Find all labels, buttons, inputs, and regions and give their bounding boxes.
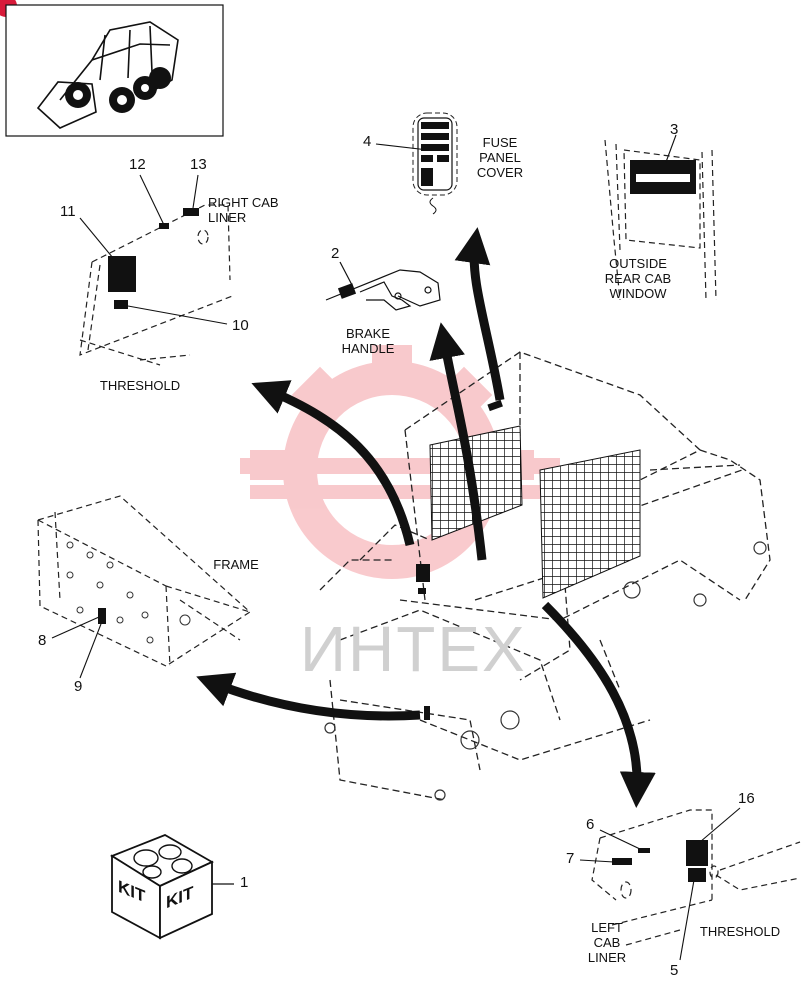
kit-box-drawing xyxy=(110,834,214,940)
kit-box-contents xyxy=(133,844,193,879)
machine-decals xyxy=(416,399,503,720)
callout-8: 8 xyxy=(38,632,47,649)
frame-decals xyxy=(51,608,106,679)
left-cab-leader-lines xyxy=(579,807,741,961)
threshold-bottom-label: THRESHOLD xyxy=(699,924,781,939)
frame-drawing xyxy=(37,495,251,667)
callout-16: 16 xyxy=(738,790,755,807)
arrows xyxy=(196,227,656,808)
callout-6: 6 xyxy=(586,816,595,833)
skid-steer-details xyxy=(324,541,767,801)
frame-label: FRAME xyxy=(213,557,259,572)
fuse-panel-drawing xyxy=(375,112,458,215)
callout-9: 9 xyxy=(74,678,83,695)
callout-5: 5 xyxy=(670,962,679,979)
brake-handle-label: BRAKE HANDLE xyxy=(341,326,395,356)
fuse-panel-cover-label: FUSE PANEL COVER xyxy=(476,135,524,180)
callout-3: 3 xyxy=(670,121,679,138)
rear-cab-window-drawing xyxy=(604,139,717,301)
callout-13: 13 xyxy=(190,156,207,173)
threshold-top-label: THRESHOLD xyxy=(99,378,181,393)
machine-thumbnail xyxy=(5,4,224,137)
cab-grid-right xyxy=(539,449,641,599)
right-cab-liner-drawing xyxy=(79,204,236,366)
rear-cab-window-decal xyxy=(630,134,696,194)
callout-1: 1 xyxy=(240,874,249,891)
callout-11: 11 xyxy=(60,203,76,220)
left-cab-liner-label: LEFT CAB LINER xyxy=(587,920,627,965)
callout-7: 7 xyxy=(566,850,575,867)
callout-4: 4 xyxy=(363,133,372,150)
outside-rear-cab-window-label: OUTSIDE REAR CAB WINDOW xyxy=(604,256,672,301)
callout-12: 12 xyxy=(129,156,146,173)
left-cab-liner-drawing xyxy=(591,809,801,946)
brake-handle-drawing xyxy=(325,261,441,311)
right-cab-leader-lines xyxy=(79,174,228,325)
right-cab-liner-decals xyxy=(108,208,199,309)
right-cab-liner-label: RIGHT CAB LINER xyxy=(208,195,279,225)
left-cab-liner-decals xyxy=(612,840,708,882)
callout-10: 10 xyxy=(232,317,249,334)
callout-2: 2 xyxy=(331,245,340,262)
frame-holes xyxy=(66,541,191,644)
watermark-text: ИНТЕХ xyxy=(300,613,527,685)
